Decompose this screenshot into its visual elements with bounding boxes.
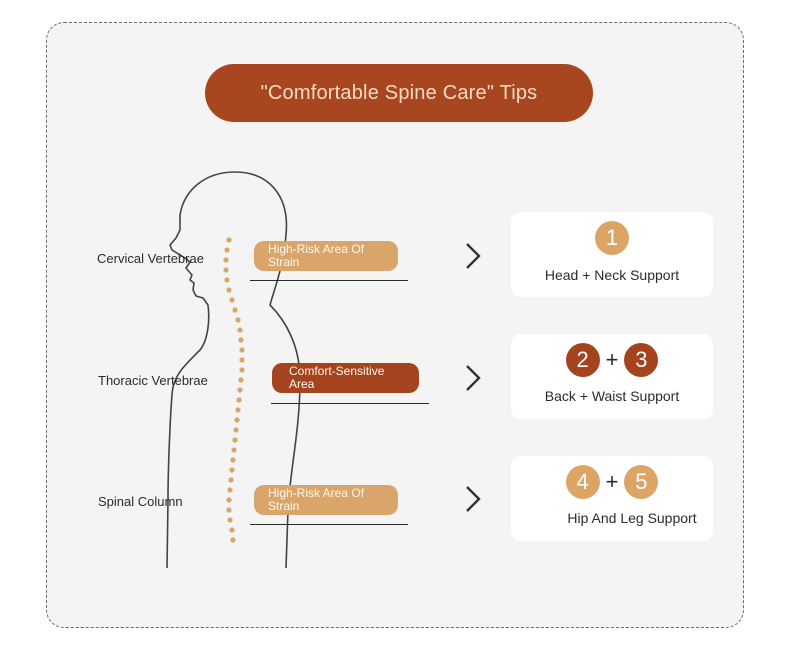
plus-sign: + — [605, 469, 619, 494]
divider-line — [271, 403, 429, 404]
support-card-head-neck: 1 Head + Neck Support — [511, 212, 713, 297]
divider-line — [250, 280, 408, 281]
number-badge: 1 — [595, 221, 629, 255]
strain-tag: High-Risk Area Of Strain — [254, 241, 398, 271]
region-label-spinal: Spinal Column — [98, 494, 183, 509]
support-card-back-waist: 2 + 3 Back + Waist Support — [511, 334, 713, 419]
support-label: Head + Neck Support — [544, 267, 680, 283]
strain-tag: High-Risk Area Of Strain — [254, 485, 398, 515]
number-badge: 3 — [624, 343, 659, 377]
support-label: Hip And Leg Support — [567, 510, 697, 526]
support-label: Back + Waist Support — [544, 388, 680, 404]
plus-sign: + — [605, 347, 619, 372]
number-badge: 5 — [624, 465, 659, 499]
number-group: 1 — [511, 221, 713, 255]
comfort-tag: Comfort-Sensitive Area — [272, 363, 419, 393]
title-banner: "Comfortable Spine Care" Tips — [205, 64, 593, 122]
spine-dots — [223, 237, 245, 543]
chevron-right-icon — [466, 365, 481, 391]
number-group: 2 + 3 — [511, 343, 713, 377]
divider-line — [250, 524, 408, 525]
number-badge: 2 — [565, 343, 600, 377]
chevron-right-icon — [466, 486, 481, 512]
page-title: "Comfortable Spine Care" Tips — [260, 81, 538, 104]
chevron-right-icon — [466, 243, 481, 269]
number-badge: 4 — [565, 465, 600, 499]
support-card-hip-leg: 4 + 5 Hip And Leg Support — [511, 456, 713, 541]
region-label-cervical: Cervical Vertebrae — [97, 251, 204, 266]
region-label-thoracic: Thoracic Vertebrae — [98, 373, 208, 388]
number-group: 4 + 5 — [511, 465, 713, 499]
